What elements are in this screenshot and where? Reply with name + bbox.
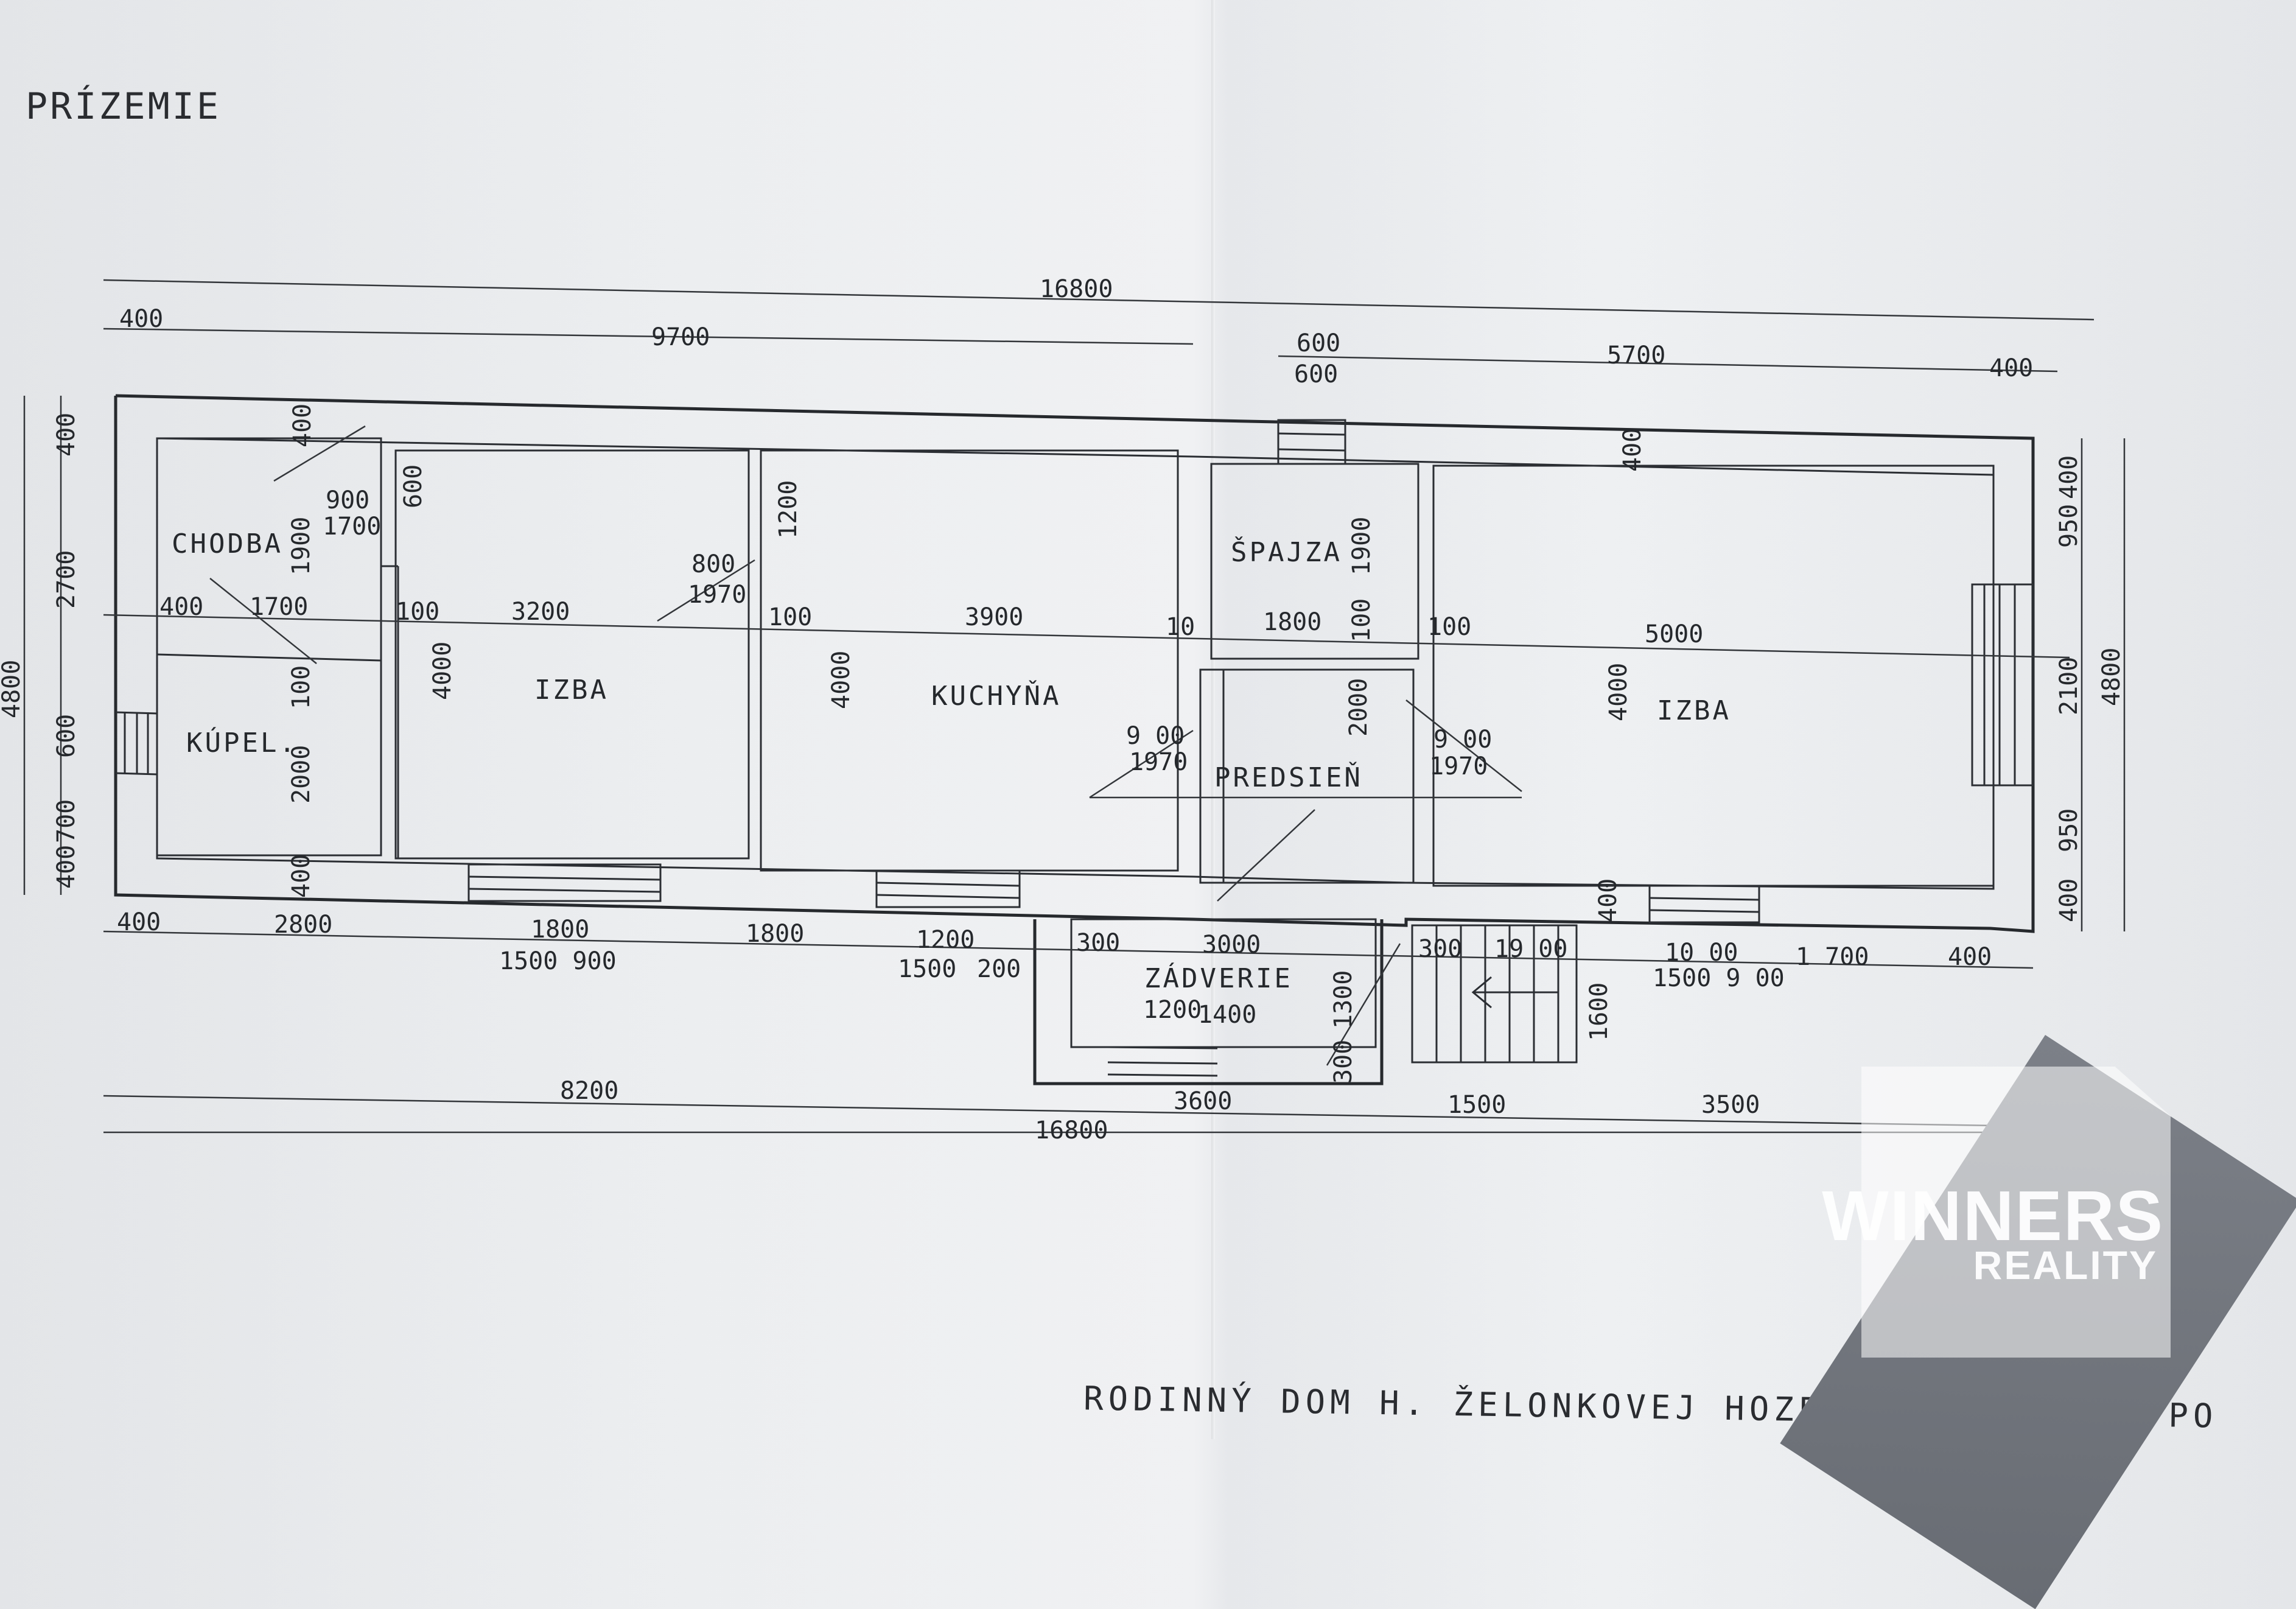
dim-label: 100 — [1427, 613, 1471, 641]
dim-label: 9 00 — [1433, 726, 1492, 754]
room-label-kupel: KÚPEL. — [186, 726, 298, 759]
dim-label: 600 — [1297, 329, 1340, 357]
dim-label: 900 — [326, 486, 369, 514]
dim-label: 1700 — [250, 593, 308, 621]
dim-label: 400 — [52, 845, 80, 889]
dim-label: 1700 — [323, 513, 381, 541]
room-labels: CHODBA KÚPEL. IZBA KUCHYŇA ŠPAJZA PREDSI… — [172, 528, 1731, 994]
dim-label: 2700 — [52, 550, 80, 609]
dim-label: 1500 — [898, 955, 956, 983]
dim-label: 1500 9 00 — [1653, 964, 1785, 992]
dim-label: 1200 — [774, 480, 802, 539]
dim-label: 2800 — [274, 911, 332, 939]
dim-label: 2000 — [287, 745, 315, 804]
dim-label: 400 — [1594, 878, 1622, 922]
dim-label: 400 — [1989, 354, 2033, 382]
dim-label: 10 — [1166, 613, 1195, 641]
dim-label: 600 — [399, 464, 427, 508]
dim-label: 1500 900 — [499, 947, 617, 975]
paper-fold — [1211, 0, 1215, 1439]
dim-label: 3500 — [1701, 1091, 1760, 1119]
dim-label: 200 — [977, 955, 1021, 983]
dim-label: 700 — [52, 799, 80, 843]
floor-plan: CHODBA KÚPEL. IZBA KUCHYŇA ŠPAJZA PREDSI… — [0, 275, 2126, 1145]
page-title: PRÍZEMIE — [26, 85, 221, 128]
dim-label: 400 — [287, 854, 315, 898]
windows — [115, 419, 2034, 924]
dim-label: 400 — [2055, 878, 2083, 922]
dim-label: 400 — [2055, 455, 2083, 499]
dim-label: 10 00 — [1665, 939, 1738, 967]
dimension-lines — [23, 279, 2126, 1134]
room-label-izba-right: IZBA — [1657, 695, 1731, 726]
watermark-sub: REALITY — [1973, 1243, 2158, 1288]
dim-label: 1 700 — [1796, 943, 1869, 971]
dim-label: 1970 — [1429, 752, 1488, 780]
room-label-izba-left: IZBA — [534, 675, 609, 706]
watermark-brand: WINNERS — [1822, 1176, 2164, 1255]
dim-label: 400 — [159, 593, 203, 621]
dim-label: 5000 — [1645, 620, 1703, 648]
dim-label: 400 — [52, 413, 80, 457]
room-label-predsien: PREDSIEŇ — [1214, 761, 1363, 793]
dim-label: 1900 — [287, 517, 315, 575]
dim-label: 19 00 — [1494, 935, 1567, 963]
dim-label: 9700 — [651, 323, 710, 351]
dim-label: 8200 — [560, 1077, 618, 1105]
dim-label: 3000 — [1202, 931, 1261, 959]
room-label-chodba: CHODBA — [172, 528, 283, 559]
dim-label: 1970 — [1129, 748, 1188, 776]
dim-label: 400 — [289, 404, 317, 447]
dimension-labels: 16800 400 9700 600 600 5700 400 400 2700… — [0, 275, 2126, 1145]
dim-label: 4000 — [1605, 663, 1633, 721]
dim-label: 2000 — [1345, 678, 1373, 737]
dim-label: 400 — [1619, 428, 1647, 472]
entrance-vestibule — [1033, 918, 1578, 1085]
dim-label: 1200 — [1143, 996, 1202, 1024]
dim-label: 16800 — [1035, 1116, 1108, 1145]
dim-label: 300 — [1418, 935, 1462, 963]
dim-label: 950 — [2055, 504, 2083, 548]
dim-label: 1400 — [1198, 1001, 1256, 1029]
dim-label: 4800 — [2098, 648, 2126, 706]
dim-label: 1300 — [1329, 970, 1357, 1029]
watermark-logo — [1861, 1067, 2171, 1358]
dim-label: 300 — [1076, 929, 1120, 957]
dim-label: 4800 — [0, 660, 26, 718]
dim-label: 1500 — [1447, 1091, 1506, 1119]
dim-label: 400 — [117, 908, 161, 936]
dim-label: 400 — [1948, 943, 1992, 971]
dim-label: 4000 — [429, 642, 457, 700]
dim-label: 3900 — [965, 603, 1023, 631]
dim-label: 100 — [396, 598, 439, 626]
dim-label: 600 — [1294, 360, 1338, 388]
dim-label: 9 00 — [1126, 722, 1185, 750]
dim-label: 3200 — [511, 598, 570, 626]
dim-label: 100 — [287, 665, 315, 709]
dim-label: 5700 — [1607, 342, 1665, 370]
dim-label: 1800 — [1263, 608, 1321, 636]
dim-label: 1970 — [688, 581, 746, 609]
dim-label: 600 — [52, 714, 80, 758]
dim-label: 1900 — [1348, 517, 1376, 575]
dim-label: 2100 — [2055, 657, 2083, 715]
door-swings — [209, 425, 1522, 1066]
interior-walls — [156, 437, 1995, 887]
dim-label: 3600 — [1174, 1087, 1232, 1115]
dim-label: 950 — [2055, 808, 2083, 852]
dim-label: 1800 — [746, 920, 804, 948]
dim-label: 300 — [1329, 1040, 1357, 1084]
dim-label: 800 — [691, 550, 735, 578]
dim-label: 1800 — [531, 916, 589, 944]
room-label-zadverie: ZÁDVERIE — [1144, 962, 1293, 994]
dim-label: 4000 — [827, 651, 855, 709]
dim-label: 1200 — [916, 926, 975, 954]
dim-label: 400 — [119, 305, 163, 333]
dim-label: 1600 — [1585, 983, 1613, 1041]
room-label-spajza: ŠPAJZA — [1231, 536, 1342, 568]
dim-label: 16800 — [1040, 275, 1113, 303]
room-label-kuchyna: KUCHYŇA — [931, 679, 1061, 712]
dim-label: 100 — [1348, 598, 1376, 642]
dim-label: 100 — [768, 603, 812, 631]
